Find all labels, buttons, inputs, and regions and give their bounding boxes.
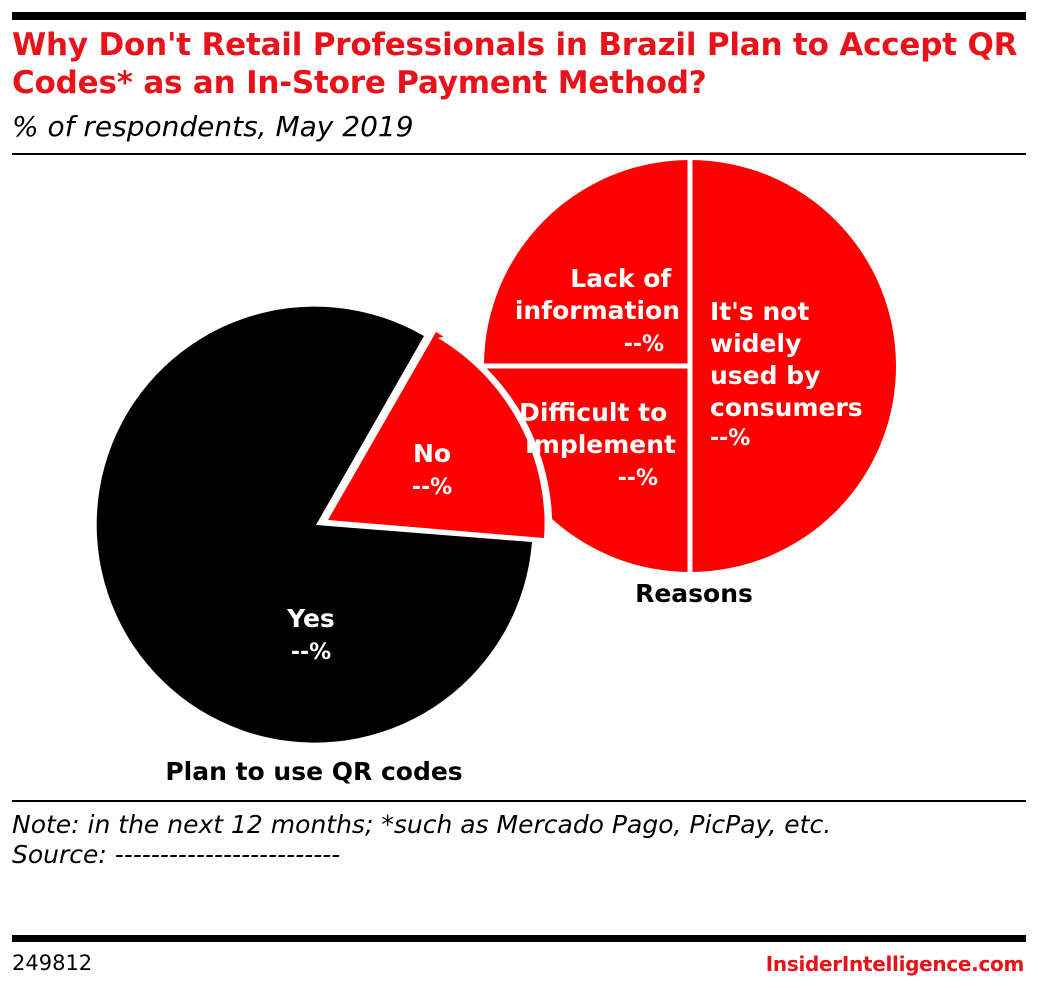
label-lack-info-line-1: Lack of (570, 264, 672, 293)
label-not-widely-line-4: consumers (710, 393, 863, 422)
pie-caption-plan: Plan to use QR codes (165, 757, 462, 786)
label-not-widely-line-1: It's not (710, 297, 809, 326)
bottom-rule (12, 935, 1026, 942)
pie-charts: No --% Yes --% Plan to use QR codes Lack… (96, 160, 896, 786)
slice-label-not-widely: It's not widely used by consumers (710, 297, 863, 422)
source-text: Source: ------------------------- (12, 840, 341, 869)
plan-pie: No --% Yes --% Plan to use QR codes (96, 306, 545, 786)
label-not-widely-line-3: used by (710, 361, 820, 390)
chart-title: Why Don't Retail Professionals in Brazil… (12, 27, 1018, 101)
slice-label-difficult: Difficult to implement (519, 398, 676, 459)
footnote: Note: in the next 12 months; *such as Me… (12, 810, 831, 870)
slice-value-yes: --% (291, 640, 331, 665)
label-difficult-line-2: implement (525, 430, 676, 459)
slice-label-no: No (413, 439, 451, 468)
slice-label-yes: Yes (286, 604, 335, 633)
slice-value-difficult: --% (618, 466, 658, 491)
pie-caption-reasons: Reasons (635, 579, 753, 608)
chart-subtitle: % of respondents, May 2019 (12, 110, 414, 143)
header-rule (12, 153, 1026, 155)
reasons-pie: Lack of information --% Difficult to imp… (438, 160, 896, 608)
pie-gap (438, 336, 553, 542)
note-text: Note: in the next 12 months; *such as Me… (12, 810, 832, 839)
brand-logo-text[interactable]: InsiderIntelligence.com (765, 952, 1025, 976)
slice-value-lack-info: --% (624, 332, 664, 357)
label-difficult-line-1: Difficult to (519, 398, 667, 427)
slice-yes (96, 306, 532, 743)
label-lack-info-line-2: information (515, 296, 680, 325)
chart-id: 249812 (12, 951, 93, 975)
slice-value-no: --% (412, 475, 452, 500)
label-not-widely-line-2: widely (710, 329, 801, 358)
slice-value-not-widely: --% (710, 426, 750, 451)
note-rule (12, 800, 1026, 802)
top-rule (12, 12, 1026, 20)
slice-label-lack-info: Lack of information (515, 264, 680, 325)
